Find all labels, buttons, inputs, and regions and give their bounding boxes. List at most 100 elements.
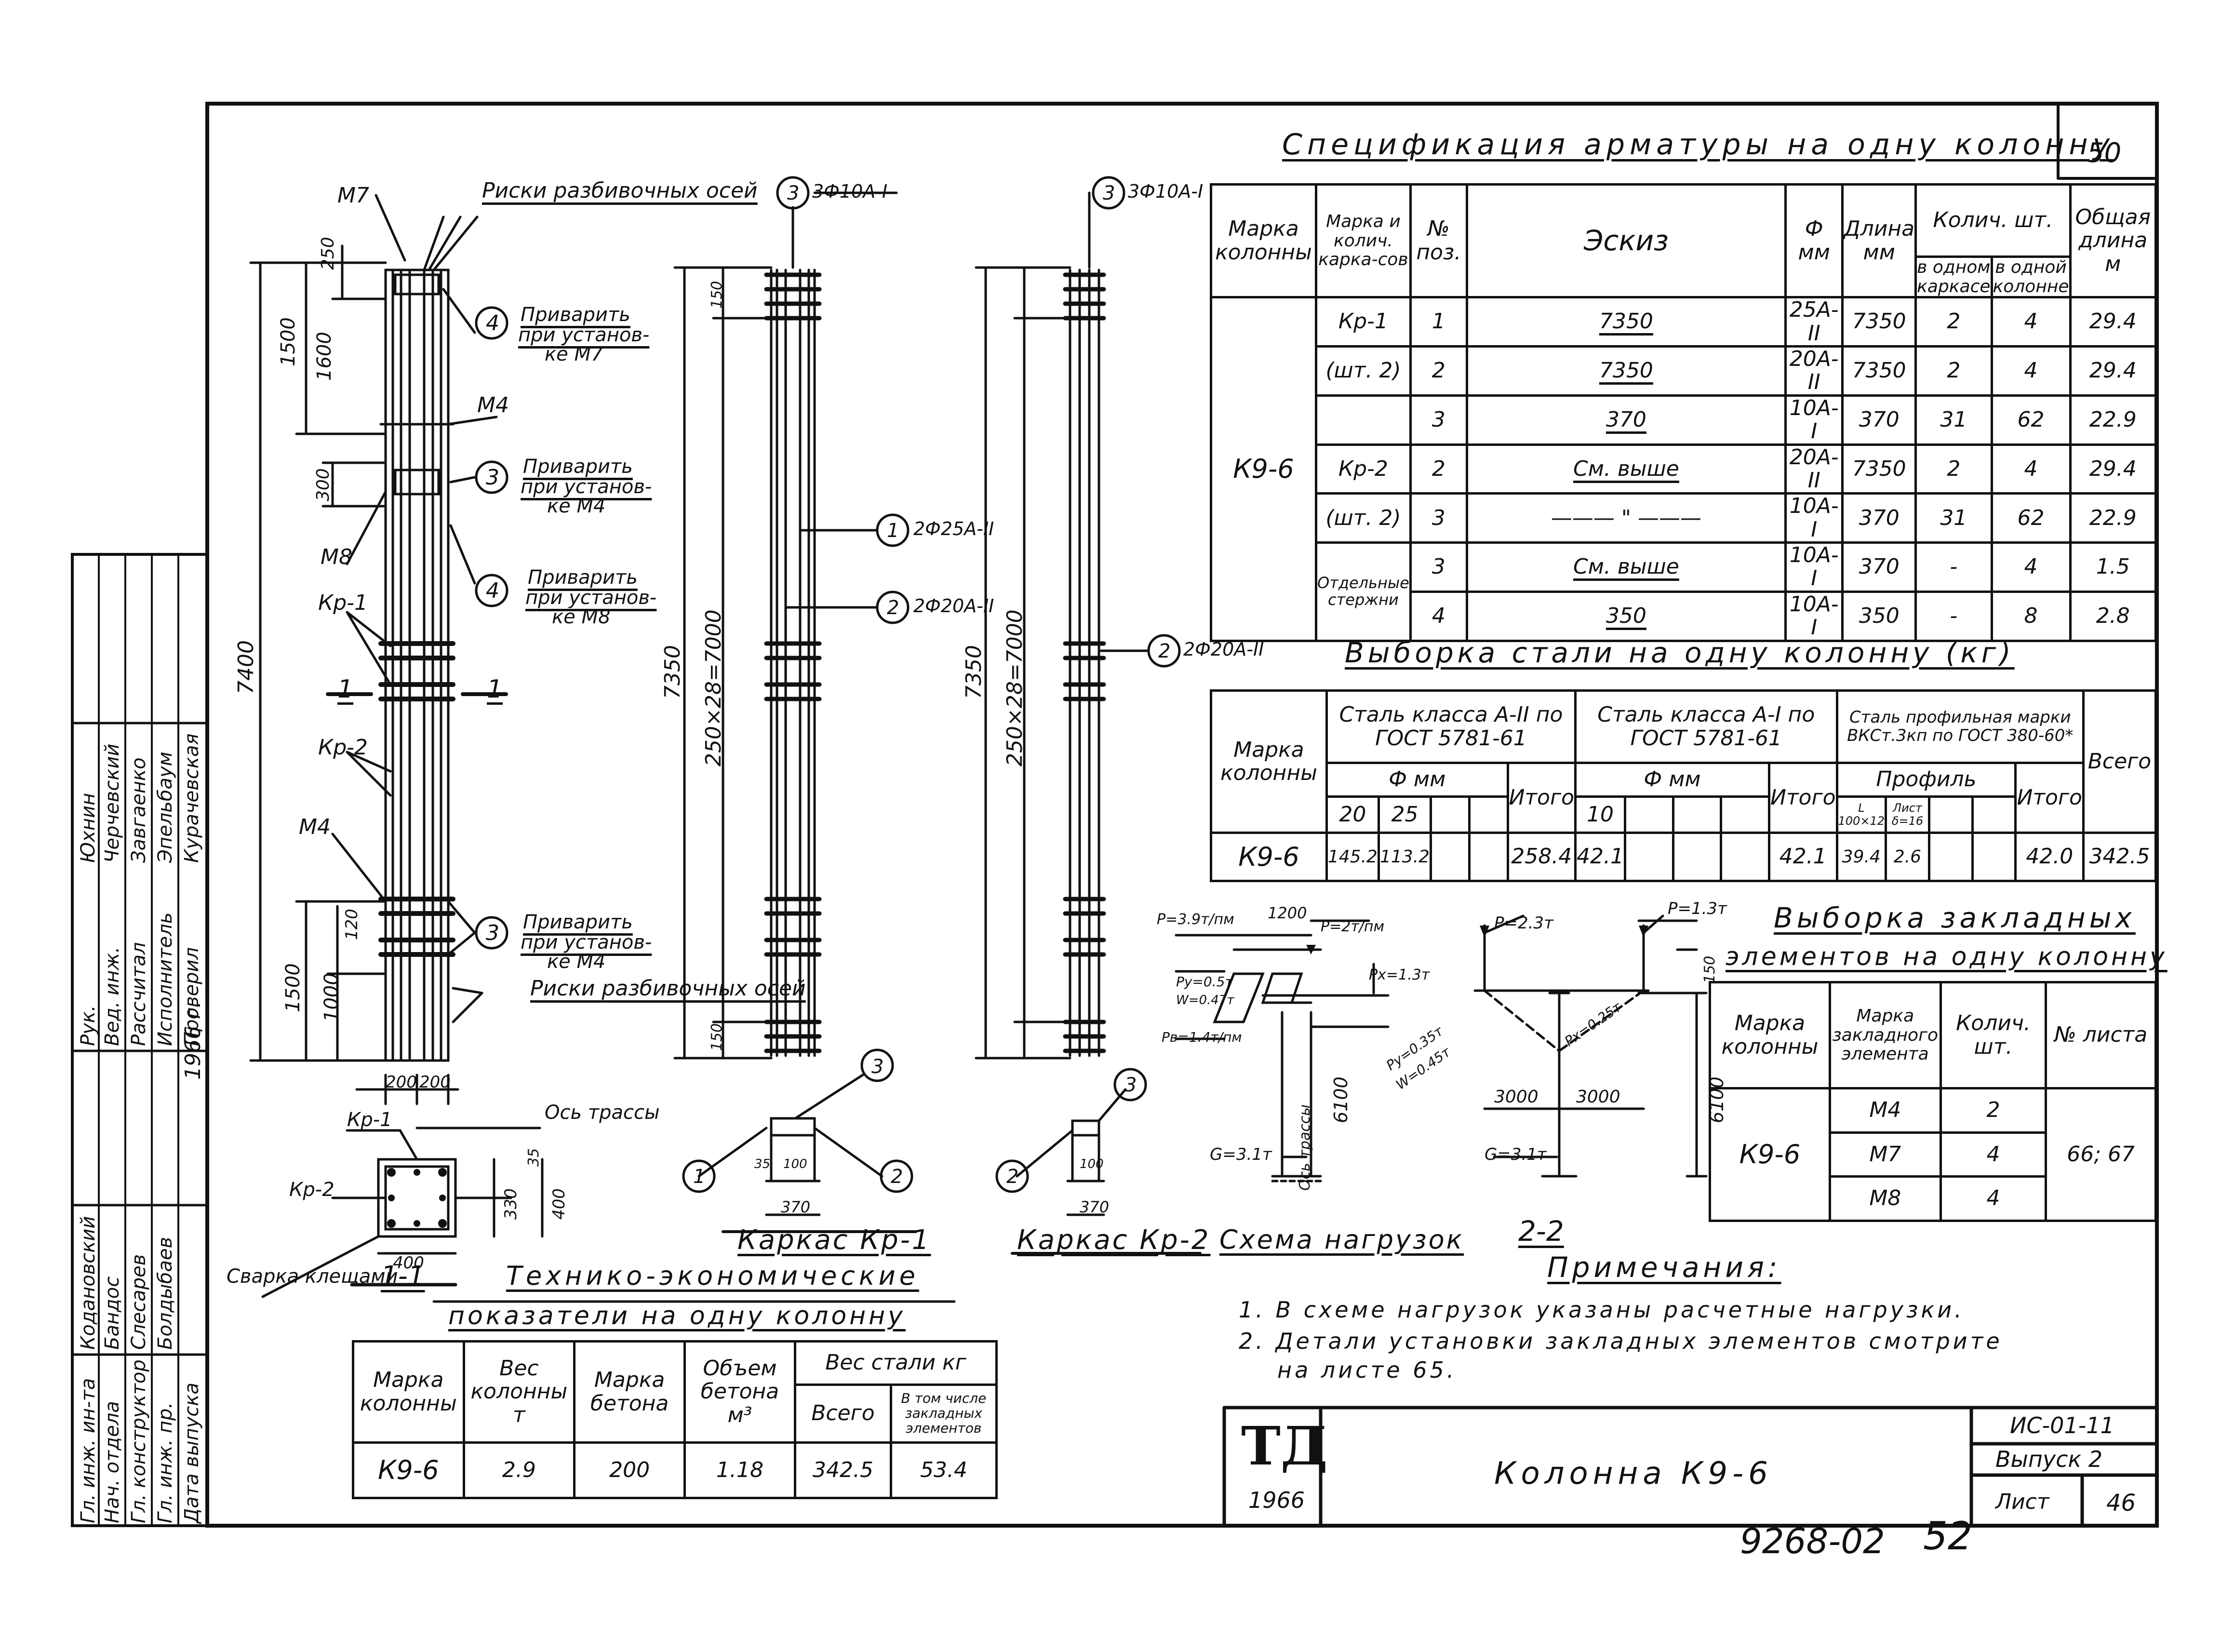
load-dim: 6100 <box>1330 1076 1351 1123</box>
steel-table: Марка колонны Сталь класса А-II по ГОСТ … <box>1210 689 2157 882</box>
load-dim: 6100 <box>1706 1076 1727 1123</box>
title-block-lines <box>1222 1406 2159 1528</box>
tech-steel-total: 342.5 <box>794 1441 892 1499</box>
steel-h-itogo: Итого <box>2014 762 2085 834</box>
spec-table: Марка колонны Марка и колич. карка-сов №… <box>1210 183 2157 642</box>
callout-weld: ке М7 <box>545 343 603 365</box>
spec-h-dia: Ф мм <box>1784 183 1844 299</box>
load-label: W=0.47т <box>1176 993 1234 1007</box>
tech-h-weight: Вес колонны т <box>462 1340 576 1444</box>
callout-weld: ке М4 <box>547 951 606 973</box>
spec-dia: 10А-I <box>1784 590 1844 642</box>
spec-dia: 10А-I <box>1784 492 1844 544</box>
kr2-title: Каркас Кр-2 <box>1017 1224 1211 1256</box>
side-name2: Юхнин <box>77 792 99 863</box>
emb-mark: К9-6 <box>1709 1087 1831 1222</box>
spec-q2: 4 <box>1990 541 2072 593</box>
label-kr1: Кр-1 <box>318 591 368 615</box>
spec-q2: 4 <box>1990 296 2072 348</box>
spec-total: 22.9 <box>2069 394 2157 446</box>
tech-table: Марка колонны Вес колонны т Марка бетона… <box>352 1340 998 1499</box>
section-mark-left: 1 <box>337 675 354 704</box>
section-label-kr2: Кр-2 <box>289 1179 334 1201</box>
embedded-title-1: Выборка закладных <box>1774 901 2136 934</box>
spec-pos: 2 <box>1409 345 1468 397</box>
issue: Выпуск 2 <box>1995 1446 2103 1472</box>
spec-len: 7350 <box>1841 345 1917 397</box>
spec-column-mark: К9-6 <box>1210 296 1317 642</box>
spec-h-total: Общая длина м <box>2069 183 2157 299</box>
frame-balloon: 3 <box>1124 1074 1137 1096</box>
tech-weight: 2.9 <box>462 1441 576 1499</box>
spec-q2: 62 <box>1990 394 2072 446</box>
spec-h-qty-col: в одной колонне <box>1990 255 2072 299</box>
side-role2: Исполнитель <box>154 912 176 1046</box>
load-dim: 150 <box>1701 955 1718 983</box>
stamp-number: 9268-02 <box>1740 1521 1885 1561</box>
emb-h-qty: Колич. шт. <box>1939 981 2047 1089</box>
label-marks-top: Риски разбивочных осей <box>482 178 758 203</box>
side-role2: Рук. <box>77 1005 99 1046</box>
section-label-weld: Сварка клещами <box>227 1265 398 1288</box>
sheet-label: Лист <box>1995 1490 2049 1514</box>
dim: 1500 <box>277 317 299 366</box>
frame-dim: 250×28=7000 <box>701 609 726 766</box>
load-label: P=2т/пм <box>1321 918 1385 935</box>
side-role2: Проверил <box>181 947 203 1046</box>
note-1: 1. В схеме нагрузок указаны расчетные на… <box>1239 1297 1965 1323</box>
spec-title: Спецификация арматуры на одну колонну <box>1282 128 2115 161</box>
spec-len: 350 <box>1841 590 1917 642</box>
page-number: 50 <box>2087 137 2122 169</box>
frame-dim: 370 <box>1080 1198 1110 1216</box>
spec-pos: 3 <box>1409 394 1468 446</box>
frame-dim: 250×28=7000 <box>1003 609 1027 766</box>
spec-h-qty-frame: в одном каркасе <box>1914 255 1993 299</box>
emb-element: М7 <box>1828 1131 1942 1178</box>
emb-qty: 4 <box>1939 1131 2047 1178</box>
frame-balloon: 2 <box>891 1166 903 1188</box>
steel-val: 42.1 <box>1574 832 1626 882</box>
emb-h-mark: Марка колонны <box>1709 981 1831 1089</box>
tech-mark: К9-6 <box>352 1441 465 1499</box>
series-code: ИС-01-11 <box>2010 1412 2114 1438</box>
load-label: 1200 <box>1268 904 1307 922</box>
spec-frame <box>1315 394 1412 446</box>
frame-balloon: 3 <box>871 1056 884 1078</box>
spec-pos: 1 <box>1409 296 1468 348</box>
steel-h-dia: Ф мм <box>1325 762 1509 798</box>
callout-balloon: 3 <box>486 465 499 490</box>
frame-dim: 370 <box>781 1198 811 1216</box>
spec-total: 2.8 <box>2069 590 2157 642</box>
callout-weld: при установ- <box>518 324 650 346</box>
dim: 1600 <box>313 332 335 381</box>
callout-weld: ке М8 <box>552 606 611 628</box>
dim: 120 <box>342 909 361 940</box>
tech-volume: 1.18 <box>683 1441 796 1499</box>
label-marks-bottom: Риски разбивочных осей <box>530 976 806 1001</box>
steel-h-prof: Сталь профильная марки ВКСт.3кп по ГОСТ … <box>1835 689 2085 764</box>
steel-h-total: Всего <box>2082 689 2157 834</box>
emb-element: М4 <box>1828 1087 1942 1134</box>
steel-val: 42.1 <box>1768 832 1838 882</box>
section-dim: 400 <box>393 1253 424 1273</box>
spec-total: 29.4 <box>2069 443 2157 495</box>
embedded-title-2: элементов на одну колонну <box>1726 942 2167 971</box>
bar-label: 3Ф10А-I <box>1128 181 1204 202</box>
steel-sub: 25 <box>1377 795 1432 834</box>
side-name2: Эпельбаум <box>154 752 176 863</box>
side-role: Гл. инж. пр. <box>154 1402 176 1523</box>
side-name2: Черчевский <box>101 743 123 863</box>
note-3: на листе 65. <box>1277 1357 1457 1383</box>
spec-q2: 8 <box>1990 590 2072 642</box>
emb-qty: 2 <box>1939 1087 2047 1134</box>
dim: 1000 <box>321 973 343 1022</box>
label-m4-bottom: М4 <box>299 815 331 839</box>
steel-sub: Лист δ=16 <box>1884 795 1930 834</box>
spec-total: 29.4 <box>2069 345 2157 397</box>
frame-dim: 100 <box>783 1157 807 1171</box>
spec-len: 370 <box>1841 541 1917 593</box>
tech-h-concrete: Марка бетона <box>573 1340 686 1444</box>
dim: 200 <box>386 1073 417 1092</box>
spec-h-len: Длина мм <box>1841 183 1917 299</box>
section-2-2: 2-2 <box>1518 1215 1564 1248</box>
